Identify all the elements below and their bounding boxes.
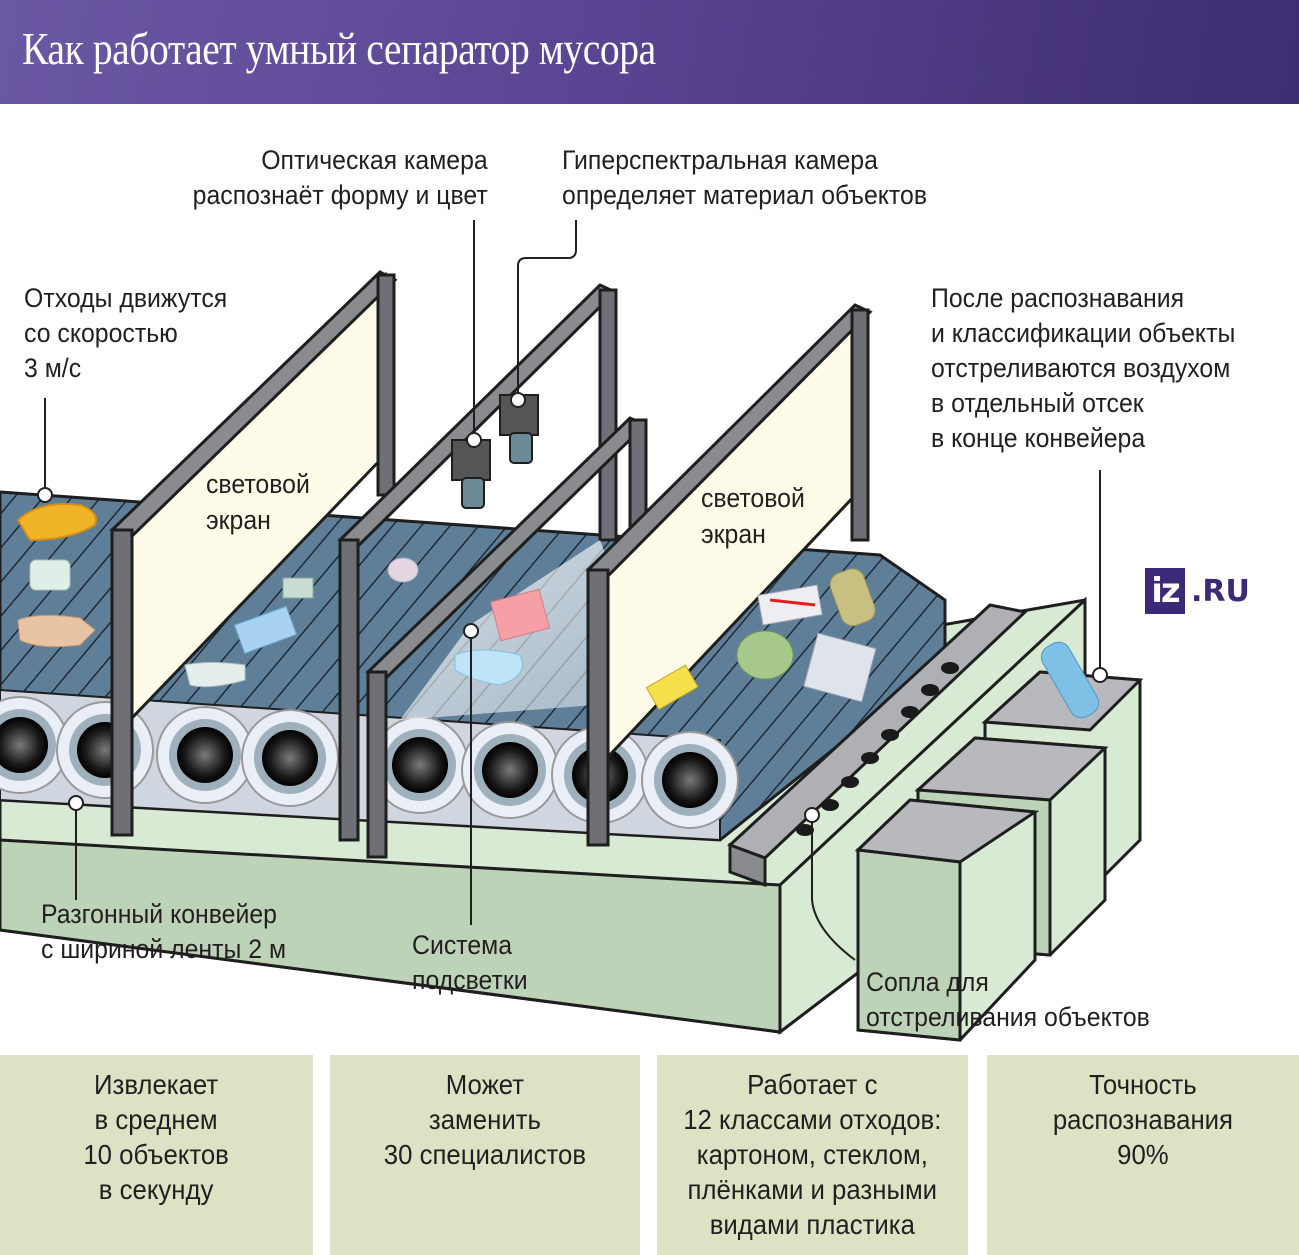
conveyor-diagram	[0, 220, 1144, 1042]
fact-text: Может заменить 30 специалистов	[383, 1069, 587, 1170]
leader-lines	[44, 220, 1101, 961]
label-waste-speed: Отходы движутся со скоростью 3 м/с	[24, 283, 228, 383]
leader-dots	[37, 392, 1108, 823]
camera-gantry	[337, 283, 648, 859]
waste-canister	[17, 614, 96, 648]
fact-text: Извлекает в среднем 10 объектов в секунд…	[83, 1069, 230, 1205]
roller	[241, 709, 339, 807]
roller	[461, 721, 559, 819]
fact-text: Точность распознавания 90%	[1052, 1069, 1234, 1170]
waste-carton	[233, 605, 298, 654]
waste-objects	[16, 503, 1100, 719]
waste-jar	[29, 559, 71, 591]
waste-bottle-flat	[184, 662, 246, 688]
fact-box-waste-classes: Работает с 12 классами отходов: картоном…	[657, 1055, 968, 1255]
waste-green-can	[736, 630, 794, 680]
label-accelerating-conveyor: Разгонный конвейер с шириной ленты 2 м	[41, 899, 287, 964]
page-title: Как работает умный сепаратор мусора	[22, 23, 656, 74]
waste-cup	[387, 557, 419, 583]
roller	[56, 701, 154, 799]
separator-illustration	[0, 104, 1299, 1044]
fact-box-accuracy: Точность распознавания 90%	[987, 1055, 1299, 1255]
dot-lighting	[463, 623, 479, 639]
optical-camera	[451, 439, 491, 509]
waste-crumpled-box	[803, 632, 877, 703]
label-after-recognition: После распознавания и классификации объе…	[931, 283, 1236, 453]
fact-text: Работает с 12 классами отходов: картоном…	[683, 1069, 942, 1240]
logo-mark: iz	[1145, 568, 1185, 614]
waste-box	[282, 577, 314, 599]
light-screen-left	[109, 270, 398, 837]
dot-nozzle	[804, 807, 820, 823]
dot-bin	[1092, 667, 1108, 683]
waste-bottle	[829, 568, 876, 627]
facts-row: Извлекает в среднем 10 объектов в секунд…	[0, 1055, 1299, 1255]
dot-conveyor	[68, 795, 84, 811]
collection-bins	[854, 670, 1144, 1042]
roller	[641, 731, 739, 829]
logo-suffix: .RU	[1191, 573, 1250, 609]
header-banner: Как работает умный сепаратор мусора	[0, 0, 1299, 104]
label-hyperspectral-camera: Гиперспектральная камера определяет мате…	[562, 145, 928, 210]
waste-sponge	[645, 664, 699, 711]
iz-ru-logo: iz .RU	[1145, 568, 1250, 614]
fact-box-extraction-rate: Извлекает в среднем 10 объектов в секунд…	[0, 1055, 313, 1255]
waste-shoe	[16, 503, 97, 542]
label-light-screen-right: световой экран	[701, 483, 805, 549]
bin	[854, 798, 1040, 1042]
label-optical-camera: Оптическая камера распознаёт форму и цве…	[192, 145, 488, 210]
waste-paper	[757, 584, 823, 626]
dot-optical-camera	[466, 432, 482, 448]
roller	[156, 706, 254, 804]
waste-plastic-bottle	[1040, 641, 1100, 719]
label-lighting-system: Система подсветки	[412, 930, 528, 995]
air-nozzle-bar	[727, 603, 1029, 888]
label-air-nozzles: Сопла для отстреливания объектов	[866, 967, 1150, 1032]
label-light-screen-left: световой экран	[206, 469, 310, 535]
waste-pink-bag	[490, 588, 550, 642]
dot-waste	[37, 487, 53, 503]
dot-hyperspectral-camera	[510, 392, 526, 408]
fact-box-replaces-specialists: Может заменить 30 специалистов	[330, 1055, 640, 1255]
light-screen-right	[585, 303, 873, 847]
